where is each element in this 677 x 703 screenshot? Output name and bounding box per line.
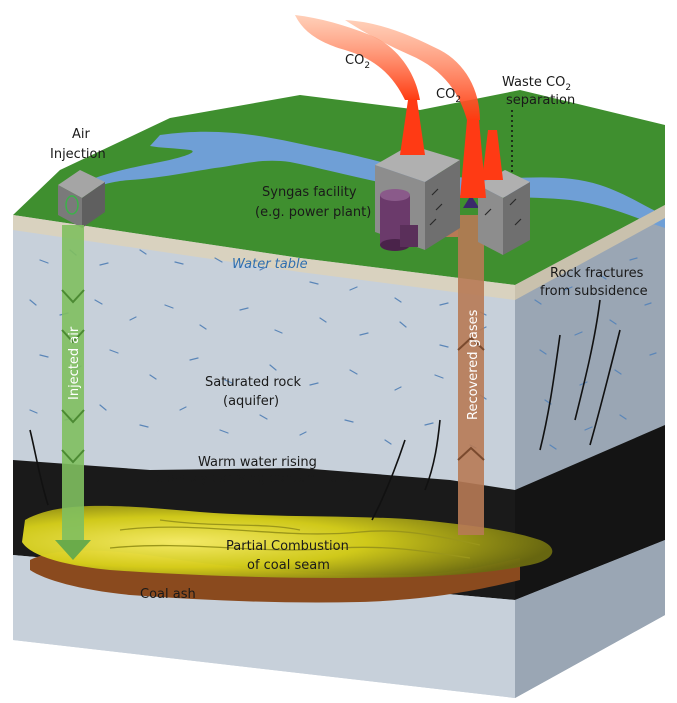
recovered-gas-pipe — [458, 215, 484, 535]
label-warm-water-2: possibly carrying contaminants — [155, 471, 359, 486]
label-waste-co2: Waste CO2 — [502, 75, 571, 93]
lower-rock-side — [515, 540, 665, 698]
label-syngas-2: (e.g. power plant) — [255, 205, 371, 220]
air-injection-cube — [58, 170, 105, 228]
gas-up-arrow — [463, 195, 479, 208]
label-water-table: Water table — [232, 257, 308, 272]
rock-fractures — [29, 299, 621, 521]
label-rock-fractures-1: Rock fractures — [550, 266, 644, 281]
label-waste-co2-separation: separation — [506, 93, 575, 108]
combustion-zone — [22, 505, 553, 578]
soil-layer-side — [515, 205, 665, 300]
smoke-plume-right — [345, 20, 480, 120]
air-pipe — [62, 225, 84, 545]
label-injected-air: Injected air — [67, 326, 82, 400]
air-pipe-arrow — [55, 540, 91, 560]
coal-seam-side — [515, 425, 665, 600]
label-saturated-rock-1: Saturated rock — [205, 375, 302, 390]
air-pipe-chevrons — [61, 289, 85, 464]
label-co2-right: CO2 — [436, 87, 461, 105]
label-co2-left: CO2 — [345, 53, 370, 71]
label-partial-combustion-1: Partial Combustion — [226, 539, 349, 554]
label-air-injection-1: Air — [72, 127, 91, 142]
gas-pipe-chevrons — [457, 336, 485, 461]
label-air-injection-2: Injection — [50, 147, 106, 162]
smoke-plume-left — [295, 15, 420, 100]
soil-layer — [13, 215, 515, 300]
smokestacks — [400, 100, 503, 198]
label-coal-ash: Coal ash — [140, 587, 196, 602]
storage-tank — [380, 189, 418, 251]
label-syngas-1: Syngas facility — [262, 185, 357, 200]
label-partial-combustion-2: of coal seam — [247, 558, 330, 573]
label-saturated-rock-2: (aquifer) — [223, 394, 279, 409]
combustion-veins — [109, 519, 481, 559]
label-warm-water-1: Warm water rising — [198, 455, 317, 470]
label-rock-fractures-2: from subsidence — [540, 284, 648, 299]
label-recovered-gases: Recovered gases — [466, 309, 481, 420]
